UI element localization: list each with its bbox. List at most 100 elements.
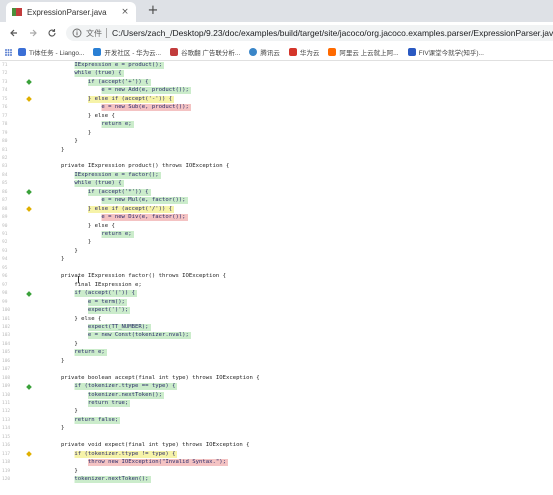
line-number: 101 [2,316,11,322]
code-text: return false; [34,416,121,424]
source-code-view: 71 IExpression e = product();72 while (t… [0,62,553,495]
line-number: 71 [2,63,8,68]
line-number: 77 [2,113,8,119]
line-number: 116 [2,443,11,449]
branch-partial-diamond-icon[interactable] [26,96,32,103]
code-text: IExpression e = product(); [34,62,164,69]
line-number: 108 [2,375,11,381]
code-text: private IExpression factor() throws IOEx… [34,273,226,280]
code-line: 76 e = new Sub(e, product()); [0,104,553,112]
code-text: } [34,425,65,432]
line-number: 81 [2,147,8,153]
bookmark-favicon-icon [170,48,179,56]
code-text: } [34,357,65,364]
code-text: e = new Div(e, factor()); [34,214,188,222]
line-number: 95 [2,265,8,271]
bookmark-item[interactable]: Ti体任务 - Liango... [18,47,84,57]
bookmarks-bar: Ti体任务 - Liango... 开发社区 - 华为云... 谷歌翻 广告联分… [0,44,553,61]
branch-partial-diamond-icon[interactable] [26,451,32,458]
address-bar[interactable]: 文件 C:/Users/zach_/Desktop/9.23/doc/examp… [66,25,553,41]
line-number: 96 [2,274,8,280]
bookmark-favicon-icon [93,48,102,56]
text-cursor [78,276,82,283]
code-text: } [34,256,65,263]
branch-covered-diamond-icon[interactable] [26,79,32,86]
tab-strip: ExpressionParser.java × + [0,0,553,22]
code-text: } [34,408,78,415]
line-number: 75 [2,96,8,102]
back-button[interactable] [6,25,22,41]
code-text: } else { [34,222,115,229]
line-number: 114 [2,426,11,432]
apps-icon[interactable] [4,48,13,57]
branch-covered-diamond-icon[interactable] [26,290,32,297]
code-text: e = term(); [34,298,127,306]
code-line: 116 private void expect(final int type) … [0,442,553,449]
code-text: e = new Sub(e, product()); [34,104,191,112]
code-line: 72 while (true) { [0,70,553,78]
line-number: 84 [2,172,8,178]
line-number: 83 [2,164,8,170]
bookmark-item[interactable]: 阿里云 上云就上阿... [328,47,399,57]
reload-button[interactable] [44,25,60,41]
forward-arrow-icon [30,29,37,37]
close-tab-icon[interactable]: × [121,7,129,17]
code-line: 96 private IExpression factor() throws I… [0,273,553,280]
bookmark-label: Ti体任务 - Liango... [29,50,85,57]
code-line: 112 } [0,408,553,415]
bookmark-item[interactable]: FIV课堂今就学(知乎)... [407,47,484,57]
code-text: while (true) { [34,180,124,188]
line-number: 87 [2,198,8,204]
code-line: 74 e = new Add(e, product()); [0,87,553,95]
line-number: 74 [2,88,8,94]
browser-tab[interactable]: ExpressionParser.java × [6,2,136,22]
code-text: if (tokenizer.ttype == type) { [34,383,178,391]
bookmark-label: 阿里云 上云就上阿... [339,50,399,57]
code-line: 78 return e; [0,121,553,129]
bookmark-item[interactable]: 开发社区 - 华为云... [93,47,161,57]
line-number: 115 [2,434,11,440]
line-number: 80 [2,139,8,145]
line-number: 85 [2,181,8,187]
line-number: 93 [2,248,8,254]
line-number: 91 [2,232,8,237]
bookmark-item[interactable]: 华为云 [288,47,319,57]
line-number: 119 [2,468,11,474]
bookmark-favicon-icon [328,48,337,56]
line-number: 102 [2,324,11,330]
code-line: 88 } else if (accept('/')) { [0,205,553,213]
new-tab-button[interactable]: + [147,3,159,18]
code-line: 79 } [0,130,553,137]
code-text: } [34,467,78,474]
bookmark-label: FIV课堂今就学(知乎)... [418,50,484,57]
bookmark-label: 谷歌翻 广告联分析... [181,50,241,57]
code-line: 93 } [0,248,553,255]
code-line: 99 e = term(); [0,298,553,306]
code-line: 108 private boolean accept(final int typ… [0,375,553,382]
forward-button[interactable] [25,25,41,41]
code-line: 118 throw new IOException("Invalid Synta… [0,459,553,467]
bookmark-favicon-icon [249,48,258,56]
code-line: 115 [0,434,553,441]
code-line: 94 } [0,256,553,263]
branch-partial-diamond-icon[interactable] [26,206,32,212]
tab-title: ExpressionParser.java [27,7,107,17]
line-number: 82 [2,155,8,161]
code-line: 97 final IExpression e; [0,282,553,289]
code-text: while (true) { [34,70,124,78]
branch-covered-diamond-icon[interactable] [26,383,32,390]
branch-covered-diamond-icon[interactable] [26,189,32,196]
line-number: 107 [2,367,11,373]
file-scheme-label: 文件 [86,28,102,38]
info-icon [72,28,82,38]
line-number: 79 [2,130,8,136]
code-text: } else { [34,315,102,322]
code-line: 87 e = new Mul(e, factor()); [0,197,553,205]
code-text: expect(')'); [34,307,131,315]
bookmark-item[interactable]: 腾讯云 [249,47,280,57]
address-separator [106,28,107,38]
line-number: 117 [2,451,11,457]
bookmark-item[interactable]: 谷歌翻 广告联分析... [170,47,240,57]
code-text: private boolean accept(final int type) t… [34,374,260,381]
url-text[interactable]: C:/Users/zach_/Desktop/9.23/doc/examples… [112,28,553,38]
